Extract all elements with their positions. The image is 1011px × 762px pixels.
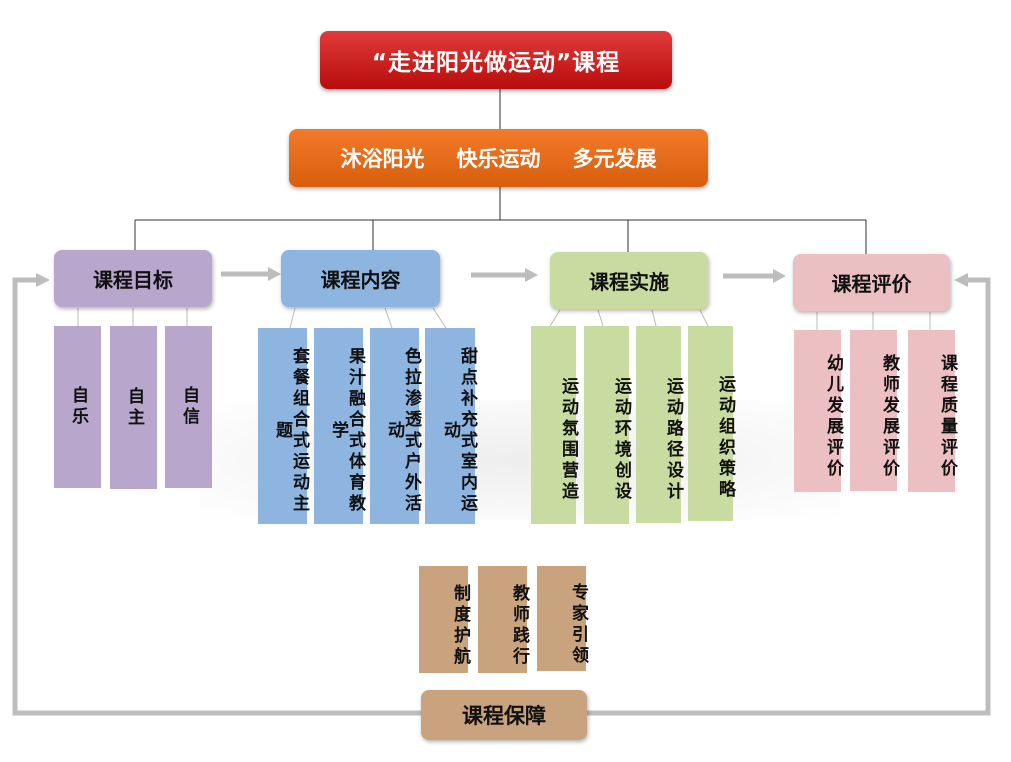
evaluate-item: 课程质量评价: [908, 330, 957, 492]
content-item: 果汁融合式体育教学: [314, 328, 365, 524]
evaluate-item: 幼儿发展评价: [794, 330, 843, 492]
motto-item: 多元发展: [572, 147, 657, 171]
implement-item: 运动环境创设: [584, 326, 631, 524]
evaluate-item: 教师发展评价: [850, 330, 899, 491]
feedback-loop-right: [587, 277, 991, 716]
guarantee-item: 制度护航: [419, 566, 470, 673]
implement-item: 运动组织策略: [688, 326, 735, 521]
course-title: “走进阳光做运动”课程: [320, 31, 672, 89]
implement-item: 运动路径设计: [636, 326, 683, 523]
category-evaluate: 课程评价: [793, 254, 950, 311]
implement-item: 运动氛围营造: [531, 326, 578, 524]
motto-item: 快乐运动: [456, 147, 541, 171]
goal-item: 自乐: [54, 326, 101, 488]
guarantee-item: 专家引领: [537, 566, 588, 671]
content-item: 色拉渗透式户外活动: [370, 328, 421, 524]
motto-item: 沐浴阳光: [340, 147, 425, 171]
category-implement: 课程实施: [550, 252, 708, 309]
course-motto: 沐浴阳光 快乐运动 多元发展: [289, 129, 708, 187]
content-item: 甜点补充式室内运动: [425, 328, 477, 524]
goal-item: 自主: [110, 326, 157, 489]
category-content: 课程内容: [281, 250, 440, 307]
content-item: 套餐组合式运动主题: [258, 328, 309, 524]
guarantee-item: 教师践行: [478, 566, 529, 673]
category-guarantee: 课程保障: [421, 690, 587, 740]
feedback-loop-left: [12, 277, 421, 716]
goal-item: 自信: [165, 326, 212, 488]
category-goal: 课程目标: [54, 250, 212, 307]
